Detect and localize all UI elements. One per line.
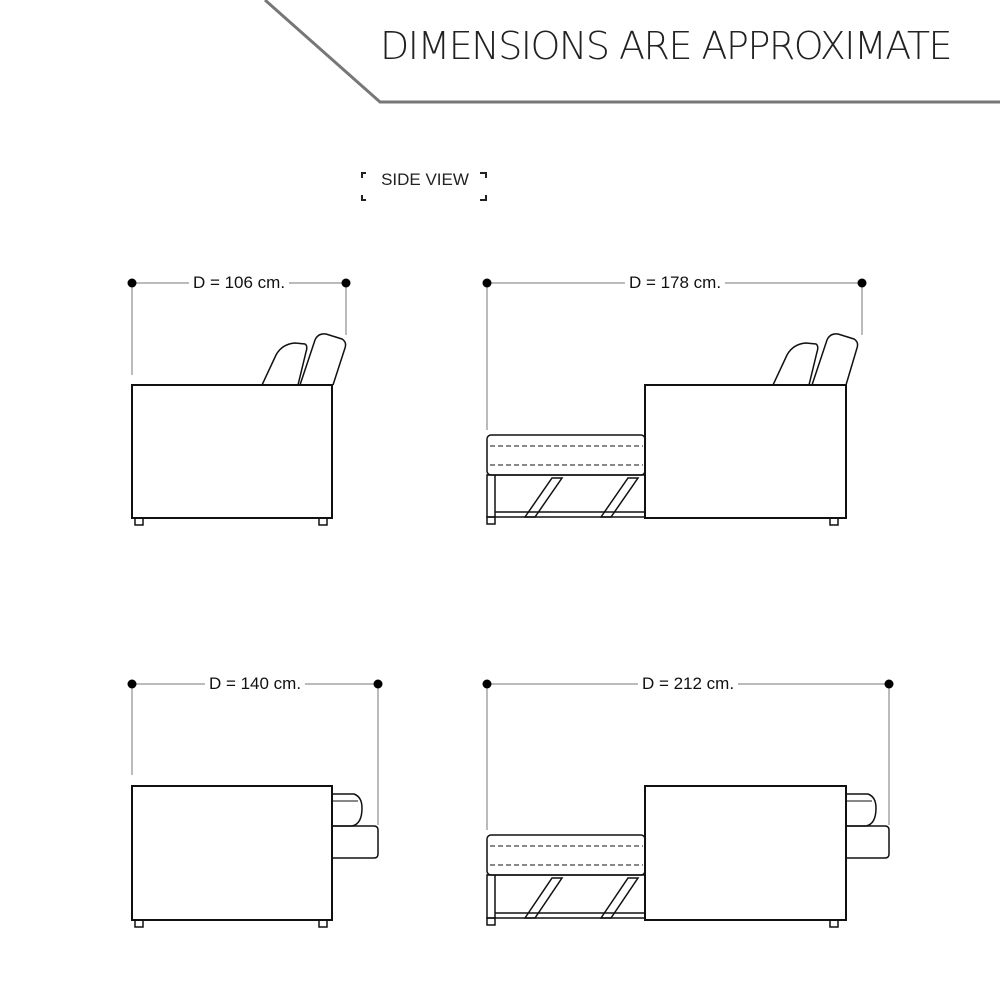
frame-strut (523, 477, 564, 518)
dimension-dot (127, 679, 137, 689)
dimension-line-212 (486, 683, 890, 830)
dimension-dot (373, 679, 383, 689)
diagram-open-reclined (482, 679, 894, 928)
sofa-leg (134, 919, 144, 928)
diagram-closed-upright (127, 278, 351, 526)
dimension-line-140 (131, 683, 379, 825)
sofa-leg (318, 919, 328, 928)
dimension-dot (884, 679, 894, 689)
back-cushion (261, 342, 308, 386)
reclined-cushion (332, 825, 379, 859)
sofa-body (644, 384, 847, 519)
frame-strut (599, 477, 640, 518)
depth-label-closed-upright: D = 106 cm. (188, 273, 290, 293)
sofa-body (131, 785, 333, 921)
dimension-dot (127, 278, 137, 288)
bed-frame (486, 874, 646, 919)
bed-leg (486, 516, 496, 525)
sofa-leg (829, 517, 839, 526)
dimension-dot (482, 278, 492, 288)
bed-frame (486, 474, 646, 518)
back-cushion (299, 333, 347, 386)
depth-label-closed-reclined: D = 140 cm. (204, 674, 306, 694)
dimension-line-178 (486, 282, 863, 430)
sofa-leg (134, 517, 144, 526)
depth-label-open-upright: D = 178 cm. (624, 273, 726, 293)
back-cushion (772, 342, 819, 386)
back-cushion (811, 333, 859, 386)
banner-frame (264, 0, 1000, 104)
dimension-line-106 (131, 282, 347, 375)
reclined-cushion (332, 793, 363, 827)
dimension-dot (857, 278, 867, 288)
frame-strut (523, 877, 564, 919)
diagram-open-upright (482, 278, 867, 526)
sofa-leg (318, 517, 328, 526)
view-label: SIDE VIEW (381, 170, 469, 189)
sofa-leg (829, 919, 839, 928)
depth-label-open-reclined: D = 212 cm. (637, 674, 739, 694)
dimension-dot (482, 679, 492, 689)
dimension-dot (341, 278, 351, 288)
reclined-cushion (846, 793, 877, 827)
bed-leg (486, 917, 496, 926)
diagram-closed-reclined (127, 679, 383, 928)
sofa-body (131, 384, 333, 519)
mattress (486, 434, 646, 476)
sofa-body (644, 785, 847, 921)
banner-title: DIMENSIONS ARE APPROXIMATE (380, 24, 953, 68)
mattress (486, 834, 646, 876)
view-label-brackets (361, 172, 487, 201)
frame-strut (599, 877, 640, 919)
reclined-cushion (846, 825, 890, 859)
